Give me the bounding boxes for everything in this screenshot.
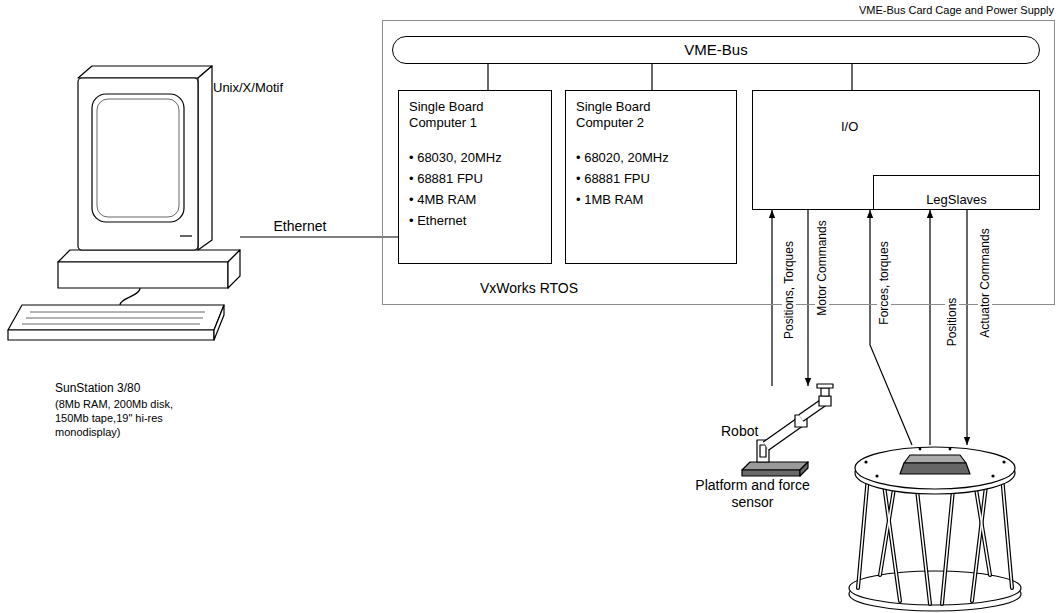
workstation-drawing [8,66,240,340]
spec-item: • 68881 FPU [576,168,726,189]
spec-item: • 68881 FPU [409,168,541,189]
edge-label: Positions, Torques [782,239,796,341]
robot: Robot [718,386,845,476]
workstation: Unix/X/MotifSunStation 3/80(8Mb RAM, 200… [5,70,240,310]
io-box: LegSlaves I/O [752,90,1040,210]
connector [487,64,488,90]
legslaves-box: LegSlaves [873,175,1040,210]
connector-layer [240,64,967,445]
connector [771,210,772,386]
board-title: Single Board Computer 1 [409,99,509,131]
card-cage: VME-BusSingle Board Computer 1 • 68030, 2… [382,20,1055,305]
board-title: Single Board Computer 2 [576,99,676,131]
spec-item: • Ethernet [409,210,541,231]
vme-bus: VME-Bus [392,36,1040,64]
cage-title: VME-Bus Card Cage and Power Supply [859,4,1054,16]
board-box: Single Board Computer 2 • 68020, 20MHz• 6… [565,90,737,264]
connector [240,236,398,237]
edge-label: Forces, torques [877,239,891,326]
spec-item: • 68030, 20MHz [409,147,541,168]
platform-label: Platform and force sensor [690,477,815,511]
edge-label: Actuator Commands [978,226,992,339]
connector [851,64,852,90]
rtos-label: VxWorks RTOS [480,280,578,296]
edge-label: Positions [945,296,959,349]
edge-label: Ethernet [272,218,329,234]
edge-label: Motor Commands [815,218,829,317]
legslaves-label: LegSlaves [884,184,1029,215]
connector [807,210,808,386]
platform-drawing [849,447,1021,611]
spec-item: • 68020, 20MHz [576,147,726,168]
connector [929,210,930,445]
connector [966,210,967,445]
connector [651,64,652,90]
os-label: Unix/X/Motif [213,80,283,95]
connector [870,210,912,445]
platform: Platform and force sensor [850,445,1025,611]
spec-item: • 1MB RAM [576,189,726,210]
workstation-spec: (8Mb RAM, 200Mb disk, 150Mb tape,19" hi-… [55,397,195,439]
board-box: Single Board Computer 1 • 68030, 20MHz• 6… [398,90,552,264]
io-label: I/O [841,119,858,134]
spec-item: • 4MB RAM [409,189,541,210]
robot-label: Robot [721,423,758,439]
workstation-name: SunStation 3/80 [55,381,140,395]
bus-label: VME-Bus [393,37,1039,63]
